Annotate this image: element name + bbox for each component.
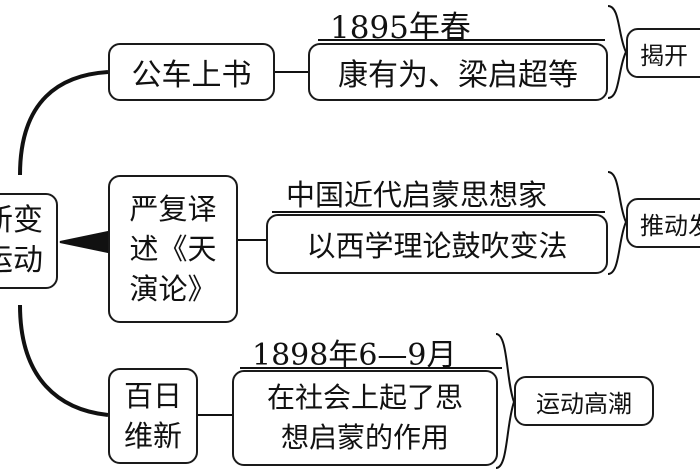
branch3-detail: 在社会上起了思 想启蒙的作用 <box>232 370 498 466</box>
branch3-label-line1: 百日 <box>123 379 182 413</box>
branch1-detail-text: 康有为、梁启超等 <box>338 58 578 93</box>
branch2-label-line3: 演论》 <box>129 272 217 306</box>
branch2-node: 严复译 述《天 演论》 <box>108 175 238 323</box>
connector-root-branch2 <box>59 230 109 254</box>
branch1-date: 1895年春 <box>330 10 471 46</box>
branch3-detail-line1: 在社会上起了思 <box>266 381 463 414</box>
branch2-detail: 以西学理论鼓吹变法 <box>266 214 608 274</box>
root-label-line2: 运动 <box>0 243 43 278</box>
branch1-label: 公车上书 <box>131 58 252 93</box>
branch3-result: 运动高潮 <box>514 376 654 426</box>
branch3-result-text: 运动高潮 <box>536 389 632 418</box>
connector-root-branch1 <box>18 70 109 176</box>
branch2-result: 推动发 <box>626 198 700 248</box>
branch3-date: 1898年6—9月 <box>252 338 457 373</box>
branch1-node: 公车上书 <box>108 43 275 101</box>
branch3-node: 百日 维新 <box>108 368 198 464</box>
branch2-detail-text: 以西学理论鼓吹变法 <box>306 229 568 263</box>
branch3-label-line2: 维新 <box>123 419 182 453</box>
branch2-result-text: 推动发 <box>640 211 700 240</box>
branch1-detail: 康有为、梁启超等 <box>308 43 608 101</box>
root-node: 新变 运动 <box>0 193 58 289</box>
branch2-detail-top: 中国近代启蒙思想家 <box>286 178 548 212</box>
b2-brace <box>607 171 628 275</box>
b1-brace <box>607 5 628 99</box>
b3-brace <box>495 333 516 469</box>
connector-root-branch3 <box>18 304 109 417</box>
branch1-result-text: 揭开 <box>640 41 688 70</box>
branch1-result: 揭开 <box>626 28 700 78</box>
branch2-label-line1: 严复译 <box>129 192 217 226</box>
root-label-line1: 新变 <box>0 203 43 238</box>
branch2-label-line2: 述《天 <box>129 232 217 266</box>
branch3-detail-line2: 想启蒙的作用 <box>280 421 449 454</box>
